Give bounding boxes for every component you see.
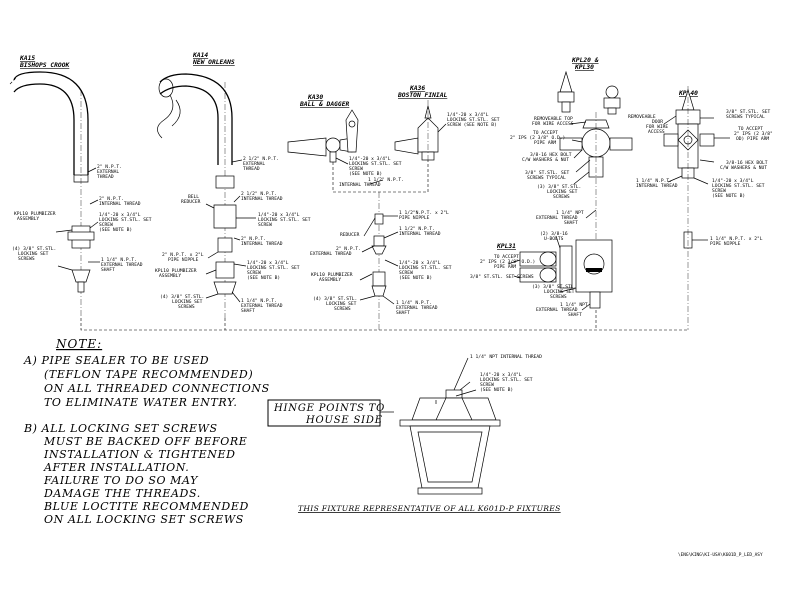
baseline — [80, 310, 688, 331]
svg-text:1 1/2" N.P.T.INTERNAL THREAD: 1 1/2" N.P.T.INTERNAL THREAD — [399, 226, 441, 237]
kpl40-head — [663, 86, 715, 330]
svg-text:A) PIPE SEALER TO BE USED(TEFL: A) PIPE SEALER TO BE USED(TEFLON TAPE RE… — [23, 354, 270, 409]
kpl20-title: KPL20 & KPL30 — [571, 57, 599, 71]
svg-text:2" N.P.T.INTERNAL THREAD: 2" N.P.T.INTERNAL THREAD — [241, 236, 283, 247]
svg-text:1 1/4" N.P.T.INTERNAL THREAD: 1 1/4" N.P.T.INTERNAL THREAD — [636, 178, 678, 189]
k601d-fixture — [399, 381, 501, 495]
k601d-labels: 1 1/4" NPT INTERNAL THREAD 1/4"-20 x 3/4… — [453, 354, 542, 393]
ka15-plumbizer — [67, 225, 95, 293]
svg-text:KPL20 &: KPL20 & — [571, 57, 599, 64]
svg-text:3/8" ST.STL. SET SCREWS: 3/8" ST.STL. SET SCREWS — [470, 274, 534, 280]
svg-text:KPL31: KPL31 — [496, 243, 516, 250]
svg-text:KPL30: KPL30 — [574, 64, 594, 71]
svg-text:(2) 3/8-16U-BOLTS: (2) 3/8-16U-BOLTS — [540, 231, 568, 242]
ka30-title: KA30 BALL & DAGGER — [299, 94, 349, 108]
ka14-arm — [157, 73, 233, 318]
file-path: \ENG\KING\KI-USA\K601D_P_LED_ASY — [678, 552, 763, 558]
svg-text:NOTE:: NOTE: — [55, 337, 102, 351]
svg-text:BALL & DAGGER: BALL & DAGGER — [299, 101, 349, 108]
svg-text:NEW ORLEANS: NEW ORLEANS — [192, 59, 235, 66]
svg-text:1 1/2" N.P.T.INTERNAL THREAD: 1 1/2" N.P.T.INTERNAL THREAD — [339, 177, 404, 188]
ka36-title: KA36 BOSTON FINIAL — [397, 85, 447, 99]
svg-text:BOSTON FINIAL: BOSTON FINIAL — [397, 92, 447, 99]
kpl31-title: KPL31 — [496, 243, 516, 250]
svg-text:BISHOPS CROOK: BISHOPS CROOK — [19, 62, 70, 69]
svg-text:HINGE POINTS TO: HINGE POINTS TO — [273, 403, 385, 414]
svg-text:1 1/4" NPT INTERNAL THREAD: 1 1/4" NPT INTERNAL THREAD — [470, 354, 542, 360]
hinge-box: HINGE POINTS TO HOUSE SIDE — [267, 399, 394, 427]
ka36-head — [394, 100, 439, 161]
ka30-plumbizer — [371, 213, 387, 297]
ka14-plumbizer — [213, 175, 237, 295]
svg-text:2" N.P.T.INTERNAL THREAD: 2" N.P.T.INTERNAL THREAD — [99, 196, 141, 207]
svg-text:KA30: KA30 — [307, 94, 323, 101]
leader-lines — [55, 115, 730, 311]
svg-text:HOUSE SIDE: HOUSE SIDE — [305, 415, 383, 426]
svg-text:KA15: KA15 — [19, 55, 35, 62]
ka30-head — [287, 109, 359, 163]
svg-text:KA14: KA14 — [192, 52, 208, 59]
svg-text:REDUCER: REDUCER — [340, 232, 360, 238]
ka14-title: KA14 NEW ORLEANS — [192, 52, 235, 66]
notes-block: NOTE: A) PIPE SEALER TO BE USED(TEFLON T… — [23, 337, 270, 526]
svg-text:2 1/2" N.P.T.INTERNAL THREAD: 2 1/2" N.P.T.INTERNAL THREAD — [241, 191, 283, 202]
svg-text:2" N.P.T.EXTERNAL THREAD: 2" N.P.T.EXTERNAL THREAD — [310, 246, 361, 257]
svg-text:KA36: KA36 — [409, 85, 425, 92]
fixture-caption: THIS FIXTURE REPRESENTATIVE OF ALL K601D… — [298, 504, 561, 513]
ka15-title: KA15 BISHOPS CROOK — [19, 55, 70, 69]
kpl31-bracket — [519, 239, 613, 309]
